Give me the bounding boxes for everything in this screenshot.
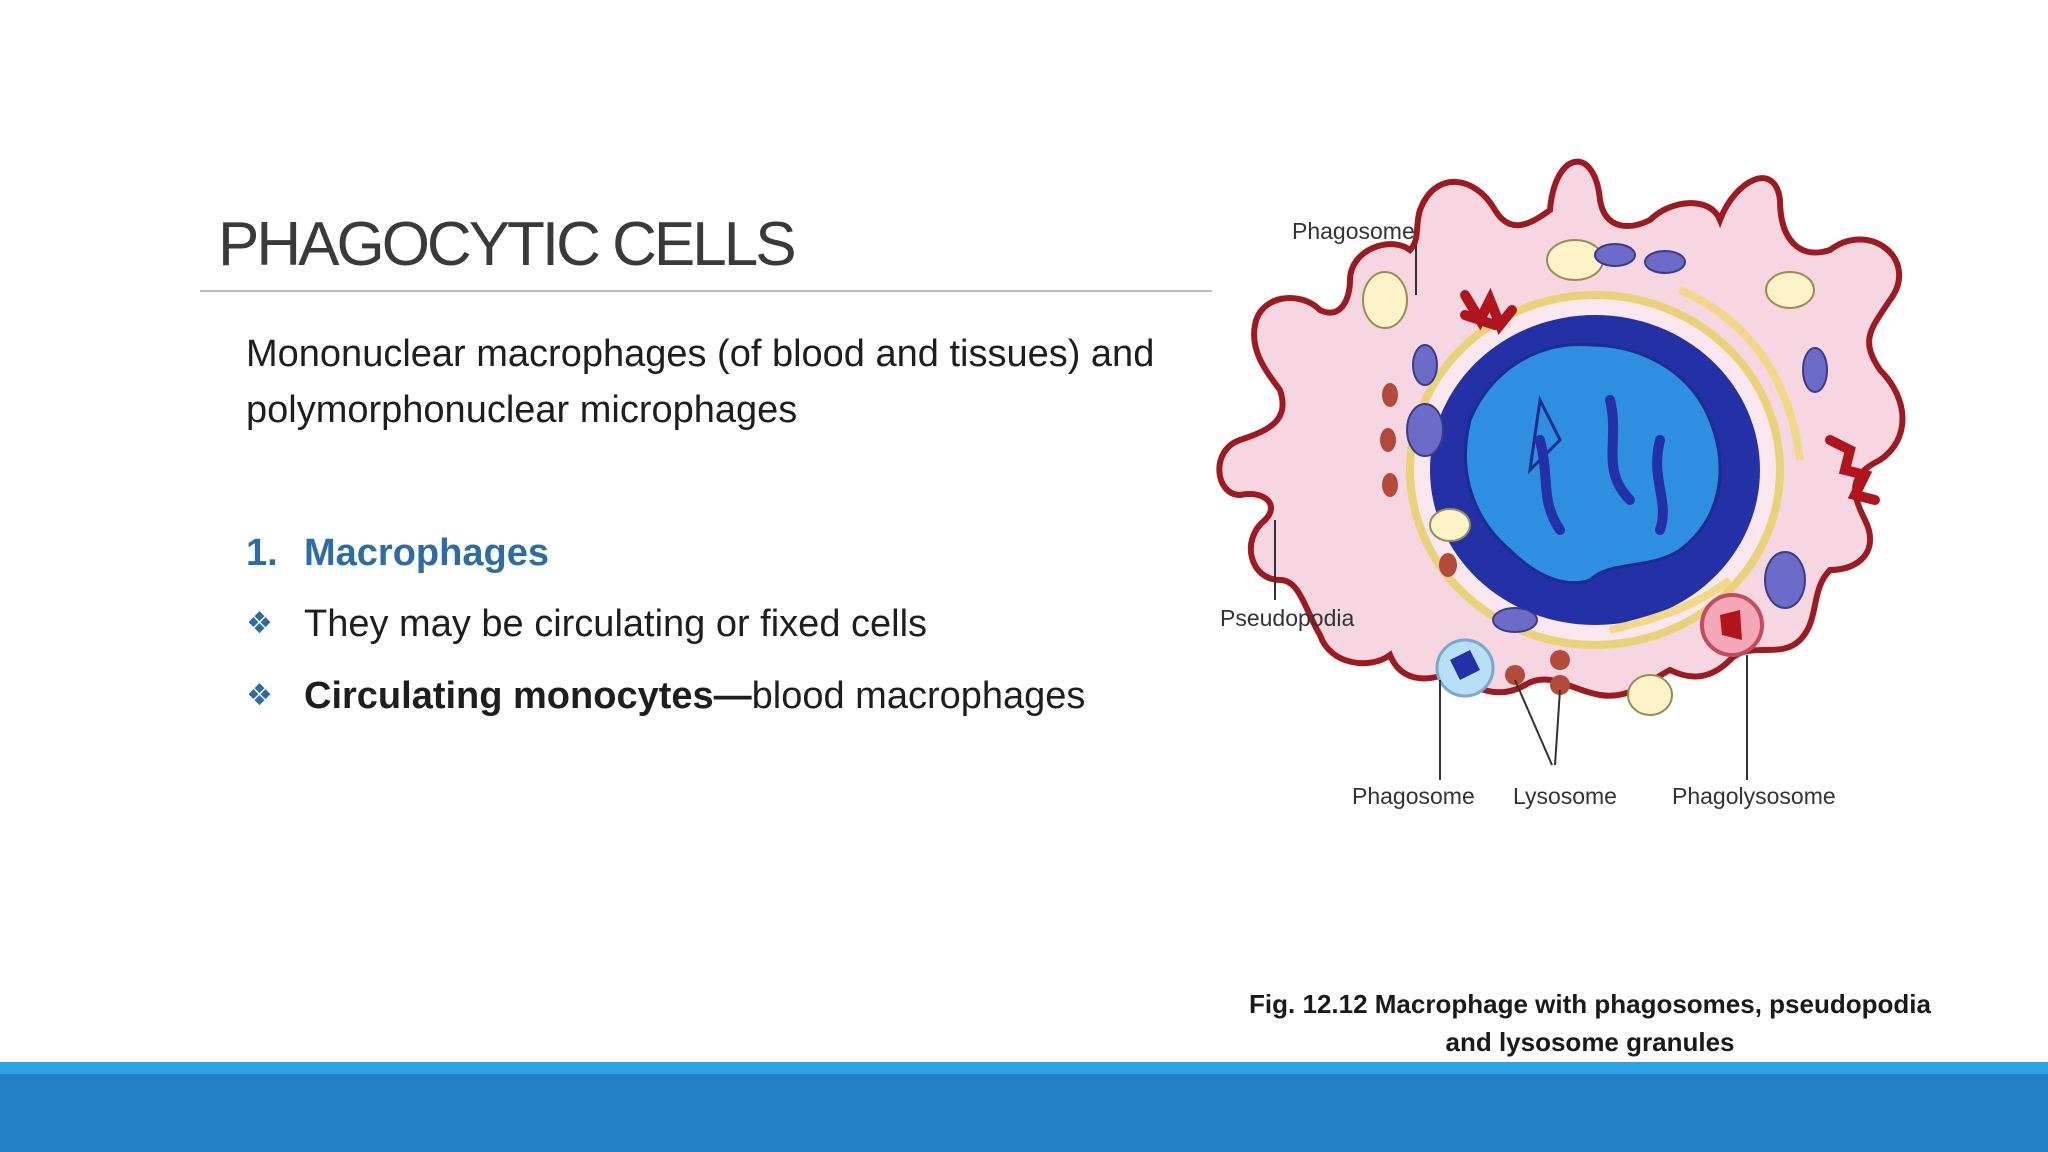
bullet-1-text: They may be circulating or fixed cells — [304, 603, 928, 645]
lysosome — [1505, 665, 1525, 685]
label-lysosome: Lysosome — [1513, 783, 1617, 809]
engulfed-particle — [1450, 650, 1480, 680]
bullet-item-2: ❖ Circulating monocytes—blood macrophages — [246, 668, 1085, 724]
lysosome-leader — [1554, 689, 1561, 766]
mitochondrion — [1412, 344, 1438, 386]
lysosome — [1382, 383, 1398, 407]
lysosome-leader — [1514, 679, 1553, 766]
bullet-item-1: ❖ They may be circulating or fixed cells — [246, 596, 927, 652]
caption-line-2: and lysosome granules — [1445, 1027, 1735, 1057]
mitochondrion — [1764, 551, 1806, 609]
lysosome — [1382, 473, 1398, 497]
mitochondrion — [1802, 347, 1828, 393]
lysosome — [1550, 650, 1570, 670]
endoplasmic-reticulum — [1678, 286, 1804, 461]
label-phagosome-bottom: Phagosome — [1352, 783, 1475, 809]
intro-line-1: Mononuclear macrophages (of blood and ti… — [246, 333, 1155, 375]
mitochondrion — [1492, 607, 1538, 633]
section-heading: 1. Macrophages — [246, 525, 549, 581]
slide-title: PHAGOCYTIC CELLS — [218, 210, 797, 279]
vesicle — [1765, 271, 1815, 309]
label-phagolysosome: Phagolysosome — [1672, 783, 1836, 809]
diamond-bullet-icon: ❖ — [246, 607, 273, 640]
title-divider — [200, 290, 1212, 292]
phagosome-vesicle — [1362, 271, 1408, 329]
caption-line-1: Fig. 12.12 Macrophage with phagosomes, p… — [1249, 989, 1931, 1019]
lysosome — [1380, 428, 1396, 452]
macrophage-diagram — [1216, 158, 1906, 780]
bullet-2-bold-text: Circulating monocytes— — [304, 675, 752, 717]
mitochondrion — [1406, 403, 1444, 457]
intro-text: Mononuclear macrophages (of blood and ti… — [246, 326, 1206, 438]
figure-caption: Fig. 12.12 Macrophage with phagosomes, p… — [1210, 985, 1970, 1061]
footer-band-light — [0, 1062, 2048, 1074]
lysosome — [1550, 675, 1570, 695]
chromatin-folds — [1535, 395, 1668, 535]
digested-particle — [1720, 610, 1742, 640]
lysosome — [1439, 553, 1457, 577]
vesicle — [1627, 674, 1673, 716]
heading-text: Macrophages — [304, 532, 549, 574]
heading-number: 1. — [246, 532, 278, 574]
macrophage-illustration: Phagosome Pseudopodia Phagosome Lysosome… — [1210, 140, 1940, 820]
golgi-apparatus — [1460, 287, 1517, 335]
intro-line-2: polymorphonuclear microphages — [246, 389, 798, 431]
label-pseudopodia: Pseudopodia — [1220, 605, 1355, 631]
footer-band-dark — [0, 1074, 2048, 1152]
golgi-apparatus — [1825, 435, 1880, 505]
label-phagosome-top: Phagosome — [1292, 218, 1415, 244]
bullet-2-text: blood macrophages — [751, 675, 1086, 717]
mitochondrion — [1594, 243, 1636, 267]
vesicle — [1546, 239, 1604, 281]
vesicle — [1429, 508, 1471, 542]
diamond-bullet-icon: ❖ — [246, 679, 273, 712]
mitochondrion — [1644, 250, 1686, 274]
chromatin — [1464, 342, 1722, 585]
endoplasmic-reticulum — [1609, 576, 1733, 634]
